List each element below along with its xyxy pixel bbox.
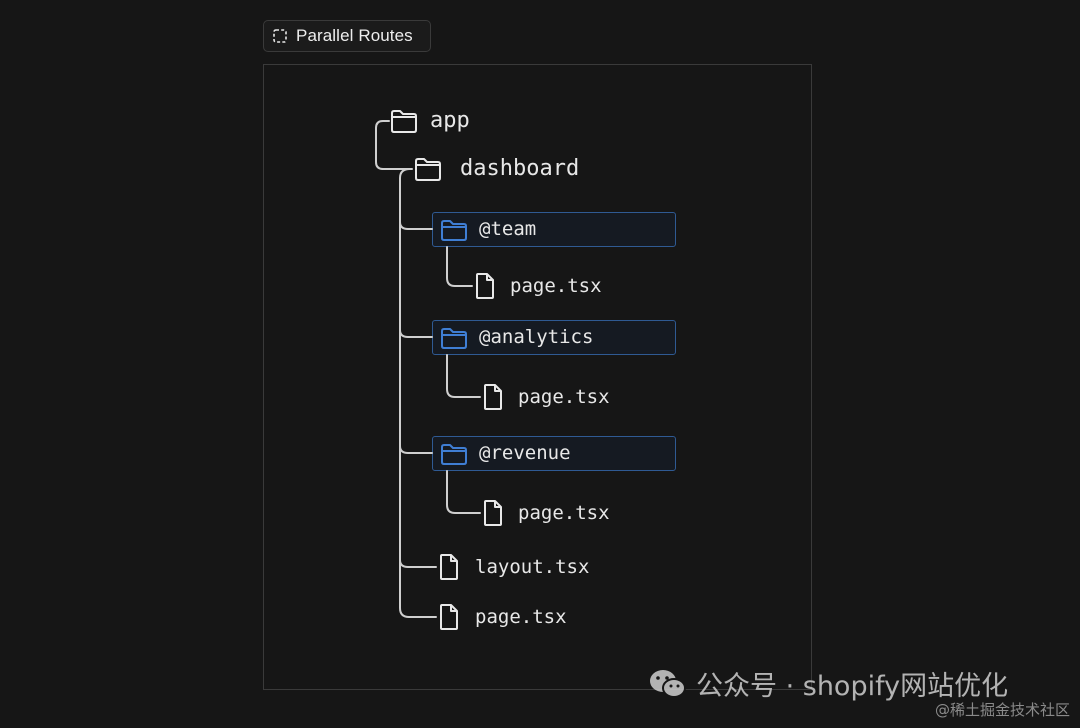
- file-team-page-label: page.tsx: [510, 275, 602, 297]
- parallel-routes-badge: Parallel Routes: [263, 20, 431, 52]
- dashed-square-icon: [273, 29, 287, 43]
- file-tree-panel: [263, 64, 812, 690]
- watermark: 公众号 · shopify网站优化: [648, 664, 1008, 703]
- file-page-label: page.tsx: [475, 606, 567, 628]
- slot-revenue-box: [432, 436, 676, 471]
- folder-icon: [441, 444, 467, 465]
- folder-app-label: app: [430, 108, 470, 133]
- slot-analytics-box: [432, 320, 676, 355]
- folder-icon: [441, 328, 467, 349]
- slot-revenue-label: @revenue: [479, 442, 571, 464]
- slot-team-box: [432, 212, 676, 247]
- file-icon: [440, 554, 458, 580]
- file-analytics-page-label: page.tsx: [518, 386, 610, 408]
- slot-team-label: @team: [479, 218, 537, 240]
- corner-watermark: @稀土掘金技术社区: [934, 701, 1070, 719]
- folder-dashboard-label: dashboard: [460, 156, 580, 181]
- folder-icon: [415, 158, 441, 181]
- folder-icon: [441, 220, 467, 241]
- folder-icon: [391, 110, 417, 133]
- badge-label: Parallel Routes: [296, 26, 413, 45]
- file-layout-label: layout.tsx: [475, 556, 590, 578]
- watermark-text: 公众号 · shopify网站优化: [696, 671, 1009, 702]
- file-icon: [440, 604, 458, 630]
- file-icon: [476, 273, 494, 299]
- file-revenue-page-label: page.tsx: [518, 502, 610, 524]
- file-icon: [484, 384, 502, 410]
- file-icon: [484, 500, 502, 526]
- slot-analytics-label: @analytics: [479, 326, 594, 348]
- wechat-icon: [650, 669, 686, 698]
